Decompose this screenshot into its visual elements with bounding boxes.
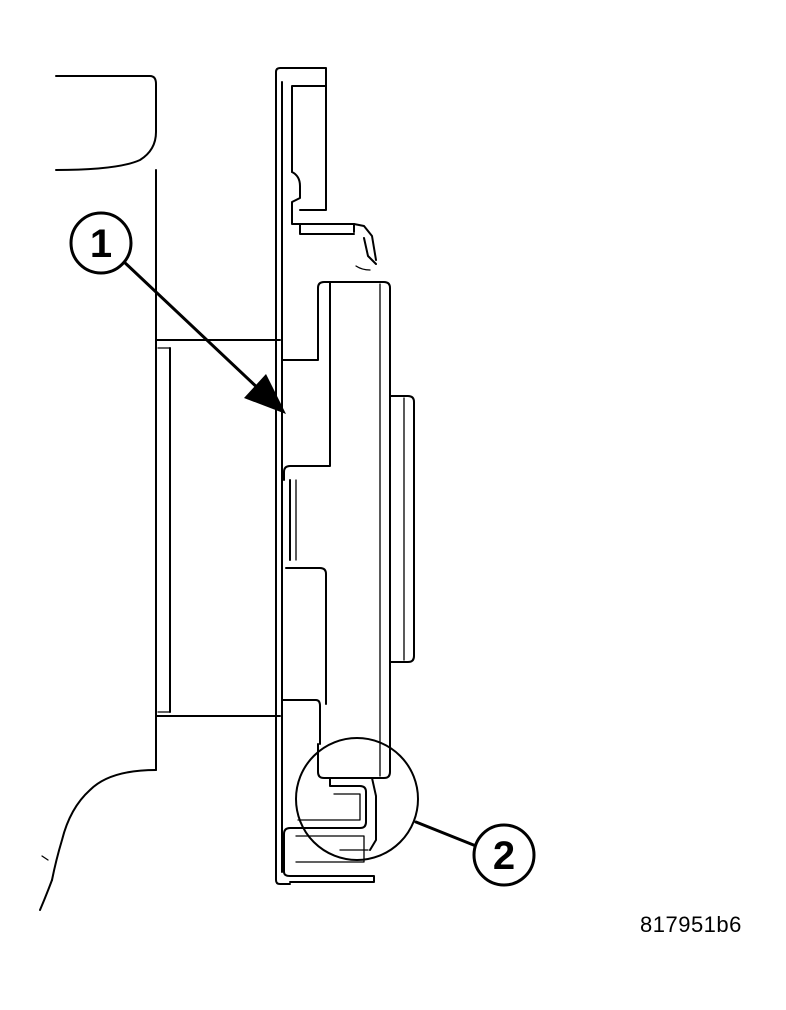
detail-circle bbox=[295, 737, 419, 861]
leader-line-2 bbox=[414, 820, 478, 848]
bearing-hub bbox=[157, 347, 171, 713]
seal-body bbox=[281, 281, 391, 779]
leader-arrow-1 bbox=[120, 258, 286, 414]
callout-1: 1 bbox=[69, 211, 133, 275]
callout-2-label: 2 bbox=[493, 834, 515, 878]
figure-id: 817951b6 bbox=[640, 912, 742, 937]
callout-2: 2 bbox=[472, 823, 536, 887]
seal-lower-lip bbox=[283, 777, 377, 883]
spring-ring bbox=[389, 395, 415, 663]
callout-1-label: 1 bbox=[90, 222, 112, 266]
retainer-plate bbox=[275, 67, 377, 885]
housing-body bbox=[39, 75, 281, 911]
